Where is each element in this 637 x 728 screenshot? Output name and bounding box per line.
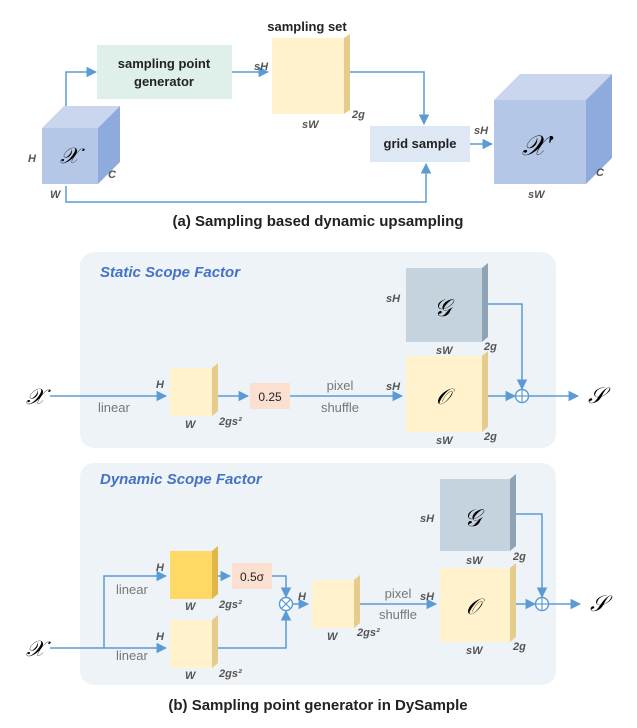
static-factor-value: 0.25: [258, 390, 282, 404]
dynamic-linear-top-label: linear: [116, 582, 148, 597]
dynamic-arrow-input-top: [103, 570, 168, 648]
static-g-w: sW: [436, 345, 454, 357]
grid-sample-label: grid sample: [384, 136, 457, 151]
dynamic-g-h: sH: [420, 513, 435, 525]
dynamic-arrow-factor-to-mult: [272, 575, 292, 599]
output-symbol-a: 𝒳′: [522, 131, 554, 162]
output-w-label: sW: [528, 189, 546, 201]
static-output-symbol: 𝒮: [588, 383, 611, 408]
dynamic-top-c: 2gs²: [218, 599, 242, 611]
input-w-label: W: [50, 189, 62, 201]
sampling-point-generator-box: sampling point generator: [97, 45, 232, 99]
dynamic-top-w: W: [185, 601, 197, 613]
static-linear-label: linear: [98, 400, 130, 415]
dynamic-top-block: H W 2gs²: [156, 546, 242, 613]
static-feat-c: 2gs²: [218, 416, 242, 428]
output-h-label: sH: [474, 125, 489, 137]
static-g-h: sH: [386, 293, 401, 305]
dynamic-scope-panel: Dynamic Scope Factor 𝒳 linear linear H W…: [26, 463, 613, 685]
dynamic-linear-bottom-label: linear: [116, 648, 148, 663]
static-scope-panel: Static Scope Factor 𝒳 linear H W 2gs² 0.…: [26, 252, 611, 448]
dynamic-g-symbol: 𝒢: [464, 506, 485, 532]
input-cube-a: 𝒳 H W C: [28, 106, 120, 201]
static-feat-w: W: [185, 419, 197, 431]
generator-label-line1: sampling point: [118, 56, 211, 71]
dynamic-top-h: H: [156, 562, 165, 574]
static-o-block: 𝒪 sH sW 2g: [386, 351, 497, 447]
static-g-block: 𝒢 sH sW 2g: [386, 263, 497, 357]
dynamic-o-block: 𝒪 sH sW 2g: [420, 563, 526, 657]
arrow-input-to-generator: [65, 66, 98, 106]
generator-label-line2: generator: [134, 74, 194, 89]
arrow-input-to-grid: [65, 162, 432, 203]
dynamic-o-c: 2g: [512, 641, 526, 653]
dynamic-mid-w: W: [327, 631, 339, 643]
static-g-c: 2g: [483, 341, 497, 353]
grid-sample-box: grid sample: [370, 126, 470, 162]
static-title: Static Scope Factor: [100, 264, 241, 281]
static-shuffle-line1: pixel: [327, 378, 354, 393]
arrow-set-to-grid: [350, 71, 430, 126]
static-g-symbol: 𝒢: [434, 296, 455, 322]
static-o-w: sW: [436, 435, 454, 447]
dynamic-g-block: 𝒢 sH sW 2g: [420, 474, 526, 567]
sampling-set-block: sampling set sH sW 2g: [254, 19, 365, 131]
part-a: 𝒳 H W C sampling point generator samplin…: [28, 19, 612, 230]
dynamic-bottom-h: H: [156, 631, 165, 643]
dynamic-o-w: sW: [466, 645, 484, 657]
static-feat-h: H: [156, 379, 165, 391]
dynamic-mid-h: H: [298, 591, 307, 603]
dynamic-bottom-w: W: [185, 670, 197, 682]
static-factor-box: 0.25: [250, 383, 290, 409]
dynamic-mid-c: 2gs²: [356, 627, 380, 639]
caption-a: (a) Sampling based dynamic upsampling: [173, 213, 464, 230]
dynamic-g-w: sW: [466, 555, 484, 567]
static-shuffle-line2: shuffle: [321, 400, 359, 415]
dynamic-arrow-bottom-to-mult: [218, 609, 292, 649]
dynamic-arrow-g-to-sum: [516, 513, 548, 599]
dynamic-input-symbol: 𝒳: [26, 636, 51, 661]
dynamic-shuffle-line1: pixel: [385, 586, 412, 601]
dynamic-o-h: sH: [420, 591, 435, 603]
dynamic-g-c: 2g: [512, 551, 526, 563]
static-arrow-g-to-sum: [488, 303, 528, 391]
static-feature-block: H W 2gs²: [156, 363, 242, 431]
dynamic-factor-box: 0.5σ: [232, 563, 272, 589]
static-o-h: sH: [386, 381, 401, 393]
dynamic-factor-value: 0.5σ: [240, 570, 265, 584]
static-sum-icon: [514, 388, 530, 404]
set-h-label: sH: [254, 61, 269, 73]
input-c-label: C: [108, 169, 117, 181]
sampling-set-label: sampling set: [267, 19, 347, 34]
dynamic-multiply-icon: [278, 596, 294, 612]
output-cube-a: 𝒳′ sH sW C: [474, 74, 612, 201]
static-input-symbol: 𝒳: [26, 384, 51, 409]
dynamic-sum-icon: [534, 596, 550, 612]
dynamic-bottom-block: H W 2gs²: [156, 615, 242, 682]
set-c-label: 2g: [351, 109, 365, 121]
static-o-c: 2g: [483, 431, 497, 443]
set-w-label: sW: [302, 119, 320, 131]
dynamic-bottom-c: 2gs²: [218, 668, 242, 680]
input-h-label: H: [28, 153, 37, 165]
dynamic-mid-block: H W 2gs²: [298, 575, 380, 643]
caption-b: (b) Sampling point generator in DySample: [168, 697, 467, 714]
dynamic-output-symbol: 𝒮: [590, 591, 613, 616]
dynamic-title: Dynamic Scope Factor: [100, 471, 263, 488]
output-c-label: C: [596, 167, 605, 179]
dynamic-shuffle-line2: shuffle: [379, 607, 417, 622]
